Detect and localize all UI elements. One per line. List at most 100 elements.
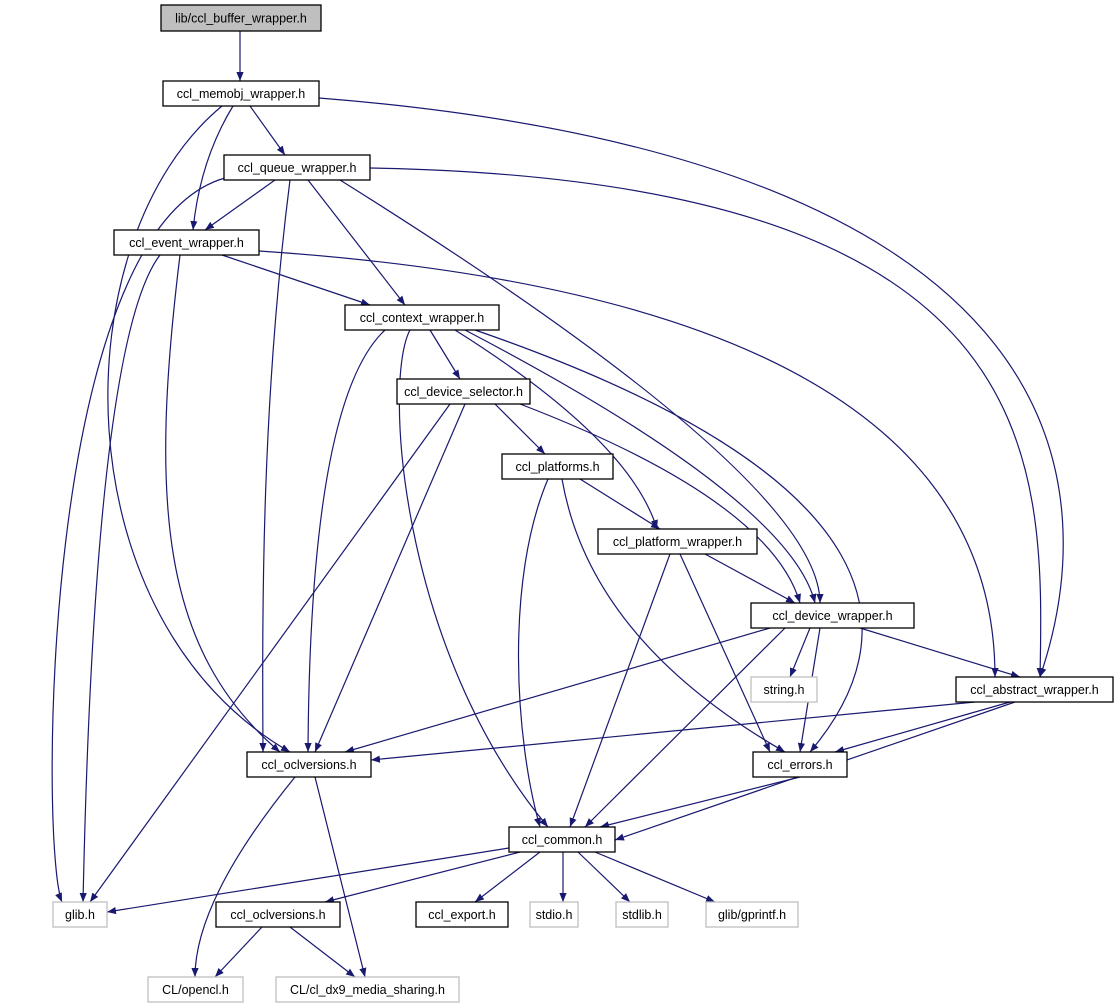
edge-queue-to-oclv [259, 179, 291, 753]
node-box [529, 901, 579, 928]
node-box [275, 976, 460, 1003]
edge-devwrap-to-oclv [344, 627, 771, 753]
edge-context-to-errors [474, 329, 863, 753]
edge-devsel-to-devwrap [519, 403, 801, 604]
edge-abstract-to-errors [834, 701, 1011, 753]
node-oclv2[interactable]: ccl_oclversions.h [215, 901, 341, 928]
node-common[interactable]: ccl_common.h [508, 826, 616, 853]
node-box [597, 528, 758, 555]
edge-platforms-to-errors [561, 478, 786, 753]
node-label: ccl_common.h [522, 833, 603, 847]
node-buffer[interactable]: lib/ccl_buffer_wrapper.h [160, 4, 322, 32]
edge-queue-to-glib [51, 177, 226, 903]
edge-common-to-export [474, 851, 541, 903]
node-box [508, 826, 616, 853]
node-label: ccl_abstract_wrapper.h [970, 683, 1099, 697]
node-event[interactable]: ccl_event_wrapper.h [113, 229, 260, 256]
edge-memobj-to-oclv [107, 105, 291, 753]
node-platwrap[interactable]: ccl_platform_wrapper.h [597, 528, 758, 555]
node-context[interactable]: ccl_context_wrapper.h [344, 304, 500, 331]
node-box [113, 229, 260, 256]
edge-context-to-devsel [429, 329, 461, 380]
node-label: lib/ccl_buffer_wrapper.h [175, 12, 307, 26]
edge-common-to-oclv2 [324, 851, 521, 904]
edge-queue-to-abstract [369, 167, 1044, 678]
node-queue[interactable]: ccl_queue_wrapper.h [223, 154, 371, 181]
node-box [615, 901, 669, 928]
node-label: ccl_platforms.h [515, 460, 599, 474]
edge-devwrap-to-abstract [859, 627, 1021, 678]
node-label: CL/cl_dx9_media_sharing.h [290, 983, 445, 997]
edge-event-to-oclv [165, 254, 281, 753]
edge-errors-to-common [599, 776, 801, 829]
node-box [752, 751, 848, 778]
edge-abstract-to-oclv [370, 701, 976, 763]
node-label: ccl_queue_wrapper.h [238, 161, 357, 175]
edge-devwrap-to-string [789, 627, 811, 678]
node-box [344, 304, 500, 331]
node-oclv[interactable]: ccl_oclversions.h [246, 751, 372, 778]
node-devwrap[interactable]: ccl_device_wrapper.h [750, 602, 915, 629]
edge-oclv-to-dx9 [314, 776, 367, 978]
node-box [246, 751, 372, 778]
node-label: ccl_memobj_wrapper.h [177, 87, 306, 101]
edge-queue-to-context [307, 179, 406, 306]
node-box [147, 976, 244, 1003]
edge-platforms-to-common [517, 478, 549, 828]
edge-oclv-to-opencl [191, 776, 296, 978]
node-label: ccl_device_wrapper.h [772, 609, 892, 623]
edge-platwrap-to-devwrap [704, 553, 796, 604]
node-box [501, 453, 614, 480]
node-stdlib: stdlib.h [615, 901, 669, 928]
node-box [750, 676, 818, 703]
edge-common-to-glib [106, 847, 510, 915]
node-label: ccl_oclversions.h [230, 908, 325, 922]
node-box [162, 80, 320, 107]
edge-memobj-to-abstract [318, 97, 1064, 678]
node-box [215, 901, 341, 928]
edge-platwrap-to-errors [679, 553, 771, 753]
node-label: ccl_errors.h [767, 758, 832, 772]
edge-event-to-context [221, 254, 371, 306]
edge-memobj-to-event [190, 105, 234, 231]
node-box [705, 901, 799, 928]
node-label: ccl_oclversions.h [261, 758, 356, 772]
node-export[interactable]: ccl_export.h [415, 901, 509, 928]
node-box [52, 901, 108, 928]
edge-common-to-gprintf [594, 851, 716, 903]
node-box [955, 676, 1114, 703]
node-label: stdlib.h [622, 908, 662, 922]
edge-context-to-devwrap [464, 329, 817, 604]
edge-oclv2-to-opencl [214, 926, 263, 978]
node-abstract[interactable]: ccl_abstract_wrapper.h [955, 676, 1114, 703]
node-label: ccl_platform_wrapper.h [613, 535, 742, 549]
node-label: glib/gprintf.h [718, 908, 786, 922]
node-box [415, 901, 509, 928]
node-label: glib.h [65, 908, 95, 922]
edge-devwrap-to-common [584, 627, 786, 828]
node-errors[interactable]: ccl_errors.h [752, 751, 848, 778]
node-label: string.h [764, 683, 805, 697]
node-label: ccl_device_selector.h [404, 385, 523, 399]
node-devsel[interactable]: ccl_device_selector.h [396, 378, 531, 405]
edge-memobj-to-queue [249, 105, 286, 156]
edge-common-to-stdlib [577, 851, 631, 903]
node-box [223, 154, 371, 181]
node-label: ccl_context_wrapper.h [360, 311, 484, 325]
edge-devsel-to-platforms [494, 403, 546, 455]
node-memobj[interactable]: ccl_memobj_wrapper.h [162, 80, 320, 107]
node-opencl: CL/opencl.h [147, 976, 244, 1003]
node-gprintf: glib/gprintf.h [705, 901, 799, 928]
edge-oclv2-to-dx9 [289, 926, 356, 978]
node-label: ccl_event_wrapper.h [129, 236, 244, 250]
node-box [396, 378, 531, 405]
node-glib: glib.h [52, 901, 108, 928]
edge-event-to-abstract [258, 250, 999, 678]
edge-context-to-oclv [304, 329, 386, 753]
node-label: stdio.h [536, 908, 573, 922]
node-string: string.h [750, 676, 818, 703]
node-platforms[interactable]: ccl_platforms.h [501, 453, 614, 480]
node-box [160, 4, 322, 32]
edge-queue-to-event [204, 179, 276, 231]
